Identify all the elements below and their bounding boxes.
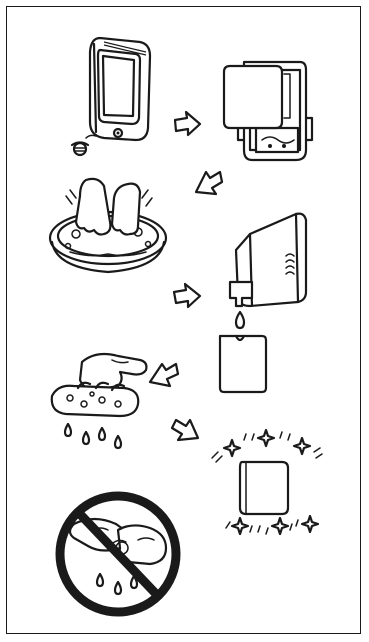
no-wring-icon [60,496,176,612]
arrow-down-left-2 [150,364,178,386]
clean-sparkle-pad-icon [212,430,322,534]
arrow-down-left-1 [196,172,222,194]
hand-wash-basin-icon [50,179,166,272]
pad-detach-icon [224,62,312,160]
device-remove-pad-icon [72,38,150,155]
arrow-right-2 [174,284,200,307]
arrow-down-right-1 [172,420,198,440]
detergent-bottle-icon [220,214,306,392]
squeeze-pad-icon [52,354,147,448]
arrow-right-1 [175,112,200,135]
